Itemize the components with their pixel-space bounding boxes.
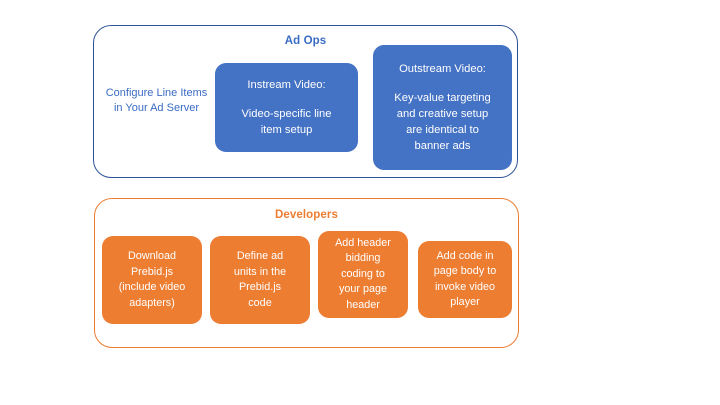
text-line: coding to (341, 267, 385, 280)
text-line: page body to (433, 265, 497, 277)
text-line: Items in Your Ad (113, 87, 208, 114)
node-instream-video[interactable]: Instream Video: Video-specific line item… (215, 63, 358, 152)
text-line: adapters) (129, 296, 175, 309)
text-line: are identical to (406, 124, 479, 136)
text-line: Prebid.js (130, 265, 173, 278)
group-title-ad-ops: Ad Ops (284, 35, 327, 47)
text-line: player (450, 296, 480, 308)
text-line: (include video (118, 281, 186, 293)
text-line: banner ads (414, 140, 471, 152)
text-line: Add code in (436, 249, 494, 262)
node-outstream-video-heading: Outstream Video: (399, 63, 486, 75)
text-line: code (248, 296, 272, 309)
text-line: bidding (345, 252, 381, 265)
node-download-prebid[interactable]: Download Prebid.js (include video adapte… (102, 236, 202, 324)
node-configure-line-items-text: Configure Line Items in Your Ad Server (100, 86, 213, 116)
node-add-header-bidding-code[interactable]: Add header bidding coding to your page h… (318, 231, 408, 318)
text-line: Download (127, 250, 177, 262)
text-line: header (346, 298, 380, 311)
group-title-developers: Developers (274, 209, 338, 221)
text-line: Video-specific line (241, 108, 332, 120)
text-line: Add header (335, 236, 391, 249)
text-line: your page (338, 283, 388, 296)
text-line: item setup (260, 124, 313, 136)
text-line: invoke video (434, 280, 496, 293)
text-line: and creative setup (396, 108, 489, 120)
node-define-ad-units[interactable]: Define ad units in the Prebid.js code (210, 236, 310, 324)
node-add-page-body-code[interactable]: Add code in page body to invoke video pl… (418, 241, 512, 318)
text-line: Key-value targeting (394, 92, 491, 104)
text-line: Prebid.js (238, 281, 281, 293)
text-line: units in the (233, 265, 287, 278)
node-instream-video-heading: Instream Video: (247, 79, 326, 91)
text-line: Configure Line (105, 87, 178, 99)
text-line: Server (166, 102, 200, 114)
node-outstream-video[interactable]: Outstream Video: Key-value targeting and… (373, 45, 512, 170)
node-configure-line-items: Configure Line Items in Your Ad Server (100, 70, 213, 132)
text-line: Define ad (236, 250, 284, 262)
